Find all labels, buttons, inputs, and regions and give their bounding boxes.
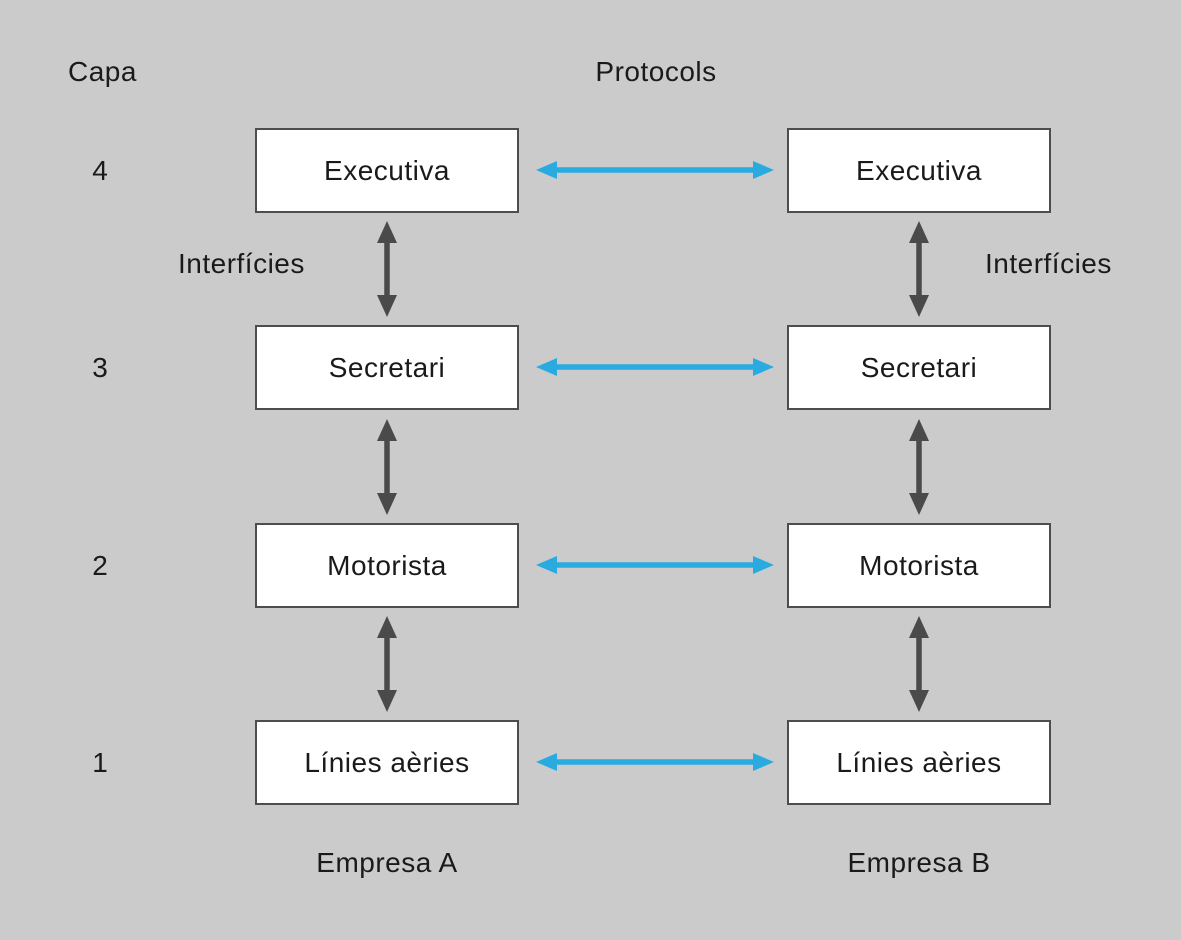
protocol-arrow-icon [536, 358, 774, 376]
layer-number-3: 3 [92, 352, 108, 383]
interface-arrow-icon [909, 221, 929, 317]
box-label: Línies aèries [836, 746, 1002, 778]
protocol-arrow-icon [536, 753, 774, 771]
layer-number-1: 1 [92, 747, 108, 778]
layer-number-4: 4 [92, 155, 108, 186]
layer-box-a-secretari: Secretari [255, 325, 519, 410]
box-label: Executiva [856, 154, 982, 186]
interficies-label-left: Interfícies [178, 248, 305, 279]
layer-box-a-linies-aeries: Línies aèries [255, 720, 519, 805]
box-label: Secretari [328, 351, 446, 383]
empresa-b-label: Empresa B [847, 847, 991, 878]
layer-number-2: 2 [92, 550, 108, 581]
layer-box-a-motorista: Motorista [255, 523, 519, 608]
box-label: Motorista [327, 549, 447, 581]
layer-box-a-executiva: Executiva [255, 128, 519, 213]
layer-box-b-executiva: Executiva [787, 128, 1051, 213]
protocols-label: Protocols [595, 56, 717, 87]
interface-arrow-icon [377, 419, 397, 515]
box-label: Motorista [859, 549, 979, 581]
interface-arrow-icon [909, 616, 929, 712]
capa-column-label: Capa [68, 56, 137, 87]
layer-box-b-linies-aeries: Línies aèries [787, 720, 1051, 805]
interficies-label-right: Interfícies [985, 248, 1112, 279]
box-label: Línies aèries [304, 746, 470, 778]
interface-arrow-icon [909, 419, 929, 515]
interface-arrow-icon [377, 616, 397, 712]
layer-box-b-motorista: Motorista [787, 523, 1051, 608]
layer-box-b-secretari: Secretari [787, 325, 1051, 410]
empresa-a-label: Empresa A [316, 847, 458, 878]
protocol-arrow-icon [536, 161, 774, 179]
interface-arrow-icon [377, 221, 397, 317]
box-label: Secretari [860, 351, 978, 383]
box-label: Executiva [324, 154, 450, 186]
protocol-arrow-icon [536, 556, 774, 574]
